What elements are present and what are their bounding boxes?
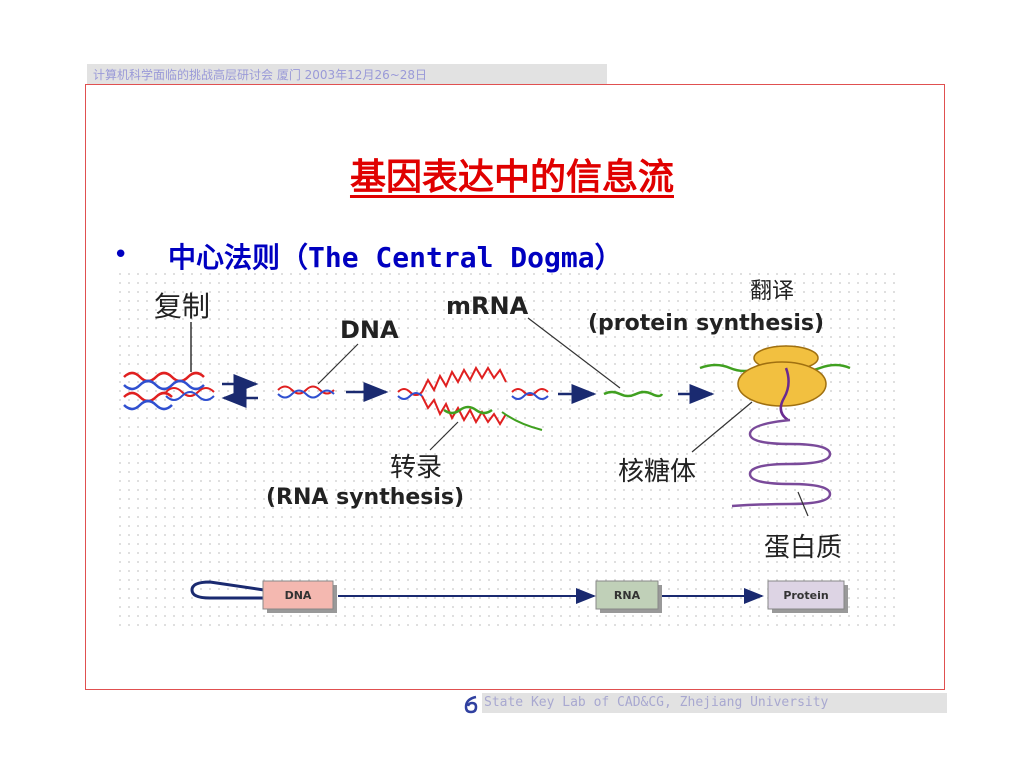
slide-frame [85, 84, 945, 690]
ribosome-pointer [691, 401, 753, 453]
transcription-en-label: (RNA synthesis) [266, 485, 464, 510]
replication-label: 复制 [154, 290, 210, 323]
dna-box [262, 580, 334, 610]
header-bar [87, 64, 607, 84]
central-dogma-diagram: 复制 DNA 转录 (RNA synthesis) mRNA [118, 272, 898, 628]
mrna-label: mRNA [446, 292, 529, 320]
ribosome-label: 核糖体 [618, 457, 696, 487]
mrna-strand [603, 390, 664, 398]
transcription-bubble [397, 365, 549, 431]
protein-pointer [797, 491, 809, 517]
rna-box-label: RNA [614, 589, 641, 602]
rna-box [595, 580, 659, 610]
protein-chain [731, 418, 832, 508]
dna-double-helix [123, 371, 215, 411]
protein-label: 蛋白质 [764, 533, 842, 563]
bullet-central-dogma: 中心法则（The Central Dogma） [168, 241, 623, 274]
translation-en-label: (protein synthesis) [588, 311, 824, 336]
transcription-pointer [429, 421, 459, 451]
slide-title: 基因表达中的信息流 [349, 157, 674, 198]
conference-header: 计算机科学面临的挑战高层研讨会 厦门 2003年12月26~28日 [93, 68, 428, 82]
dna-label: DNA [340, 316, 399, 344]
transcription-cn-label: 转录 [390, 453, 442, 483]
flow-diagram: DNA RNA Protein [190, 580, 848, 613]
protein-box-label: Protein [783, 589, 828, 602]
lab-footer: State Key Lab of CAD&CG, Zhejiang Univer… [484, 695, 829, 710]
translation-cn-label: 翻译 [750, 279, 794, 304]
protein-box [767, 580, 845, 610]
equilibrium-arrows [221, 374, 259, 408]
self-replication-loop [190, 580, 265, 600]
dna-pointer [317, 343, 359, 385]
dna-box-label: DNA [285, 589, 312, 602]
ribosome [699, 345, 851, 422]
dna-segment [277, 385, 335, 399]
bullet-marker: • [113, 240, 129, 270]
lab-logo-icon [464, 695, 478, 714]
dotted-background [118, 272, 898, 628]
footer-bar [482, 693, 947, 713]
mrna-pointer [527, 317, 621, 389]
